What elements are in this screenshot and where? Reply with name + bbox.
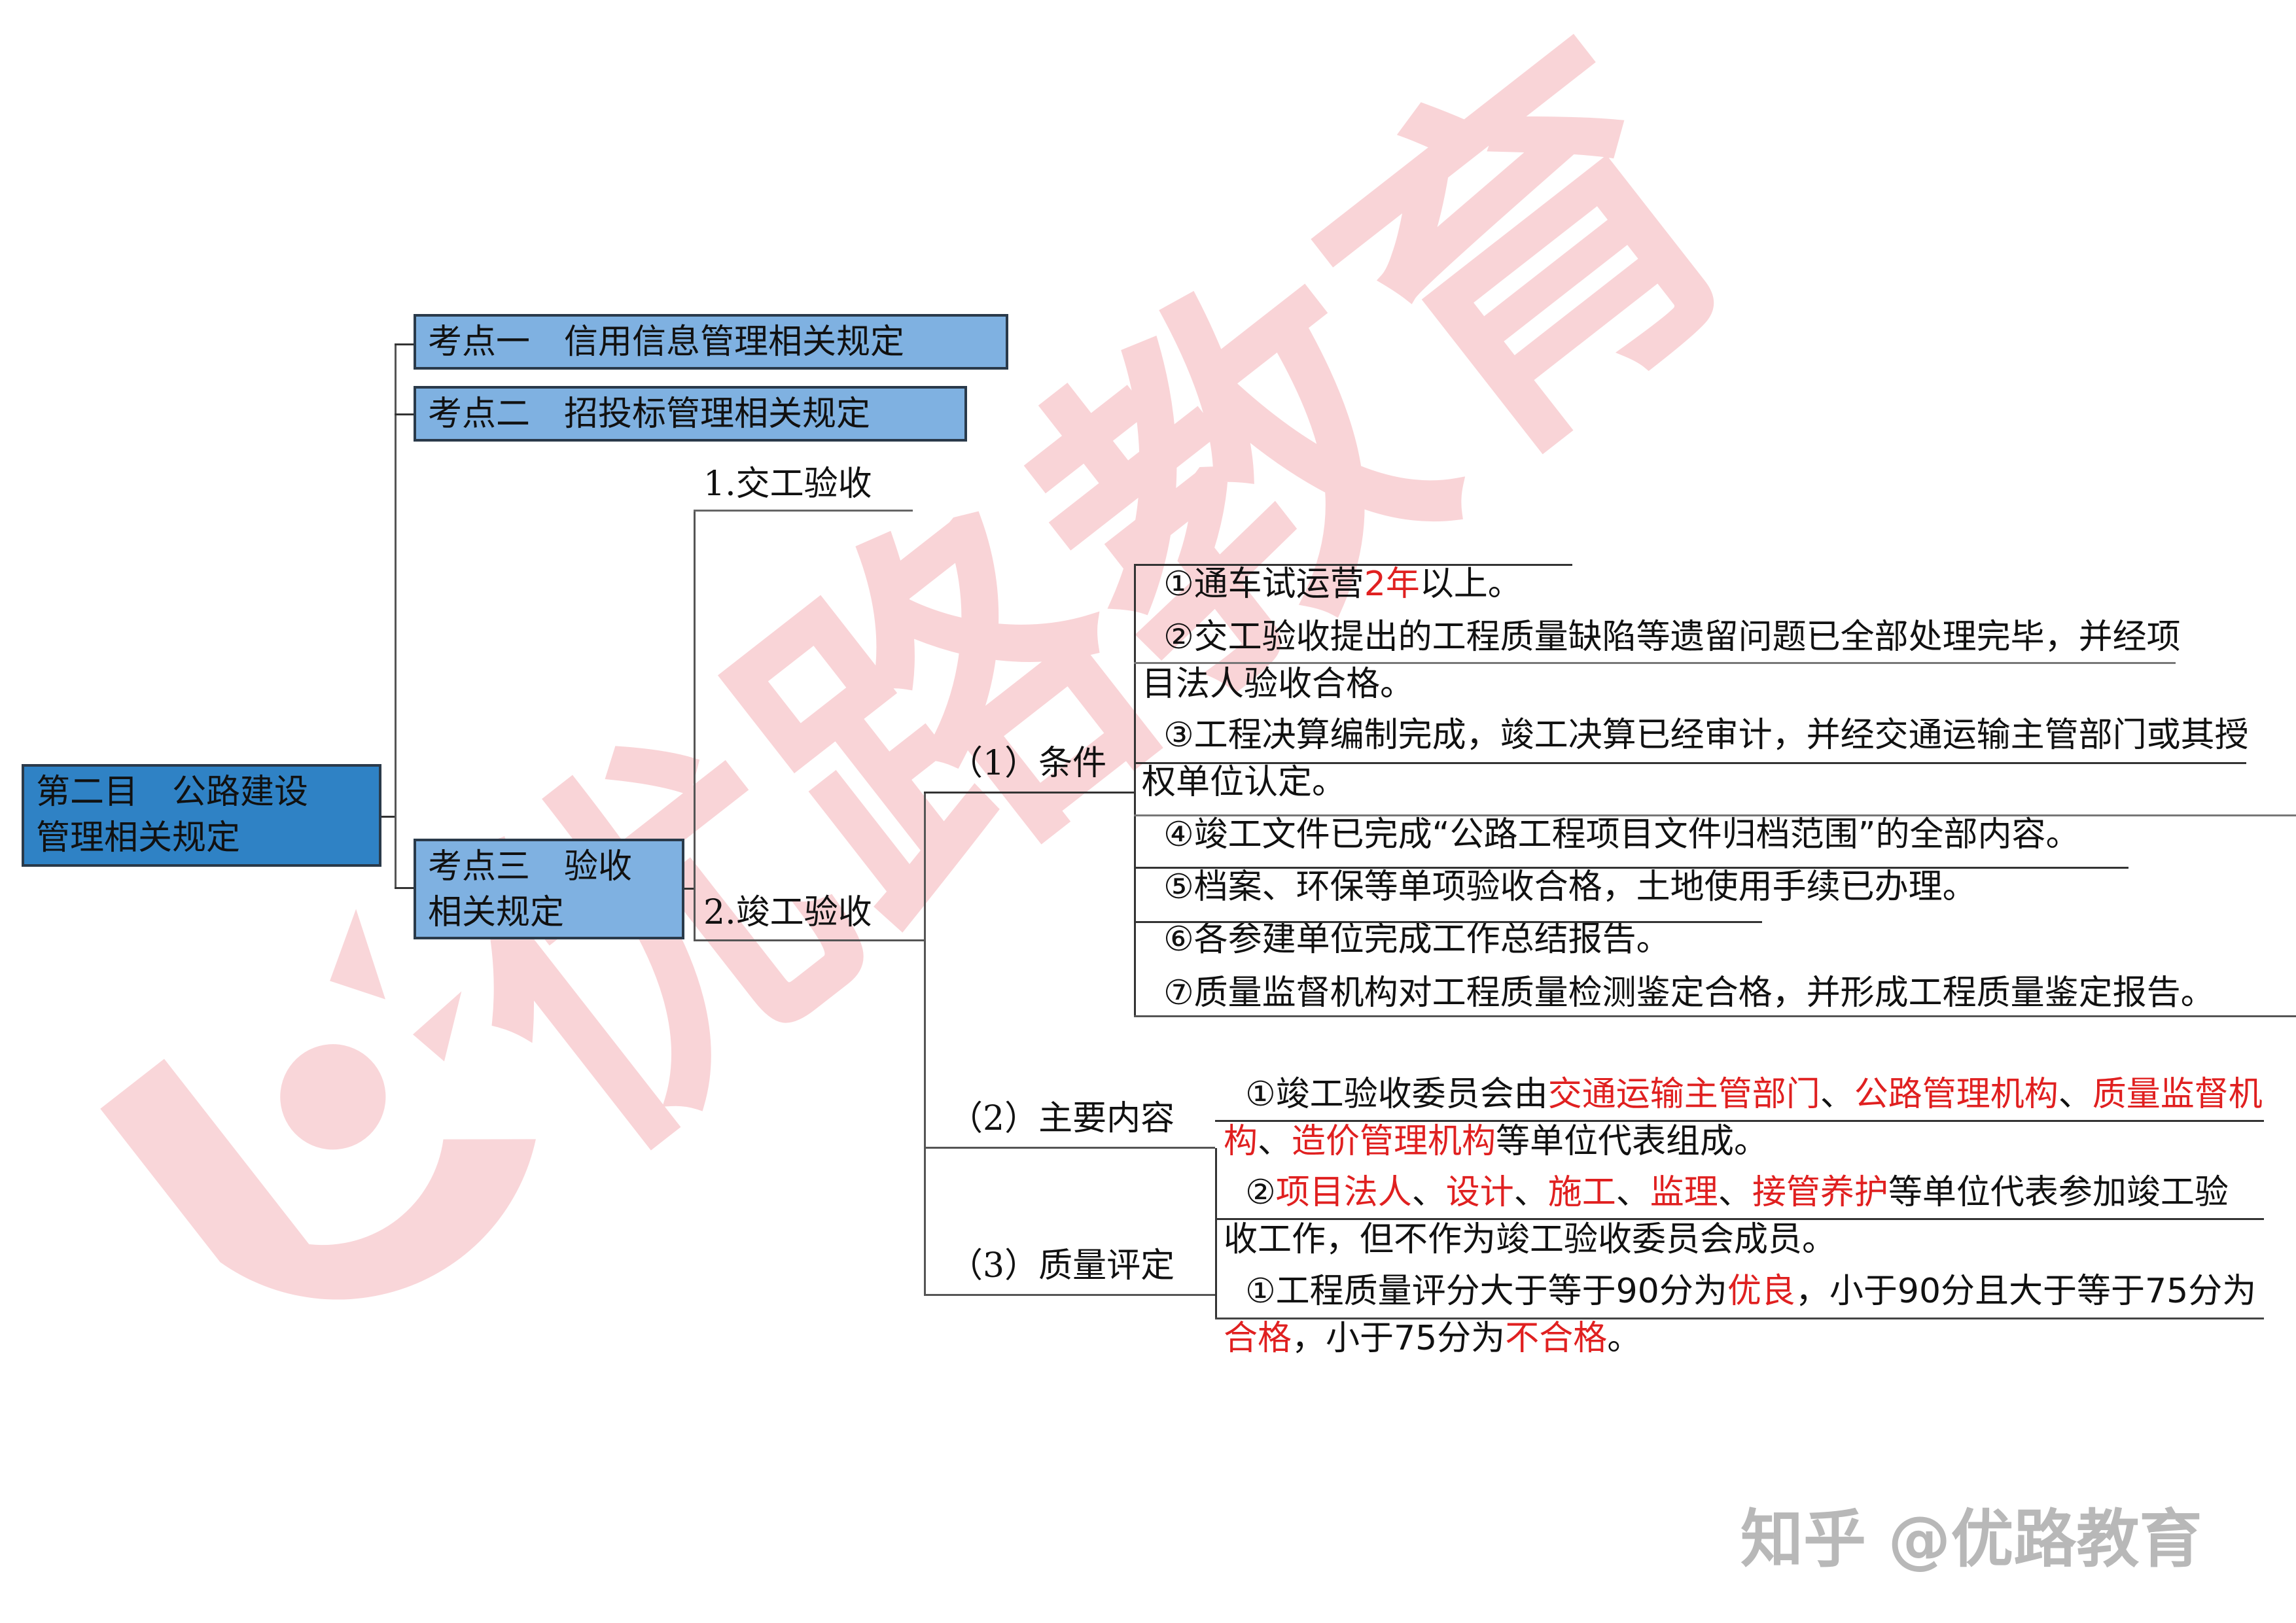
condition-divider-7 — [1134, 1015, 2296, 1017]
conditions-label[interactable]: （1）条件 — [949, 744, 1107, 783]
condition-divider-5 — [1134, 867, 2128, 869]
condition-item-7: ⑦质量监督机构对工程质量检测鉴定合格，并形成工程质量鉴定报告。 — [1163, 973, 2215, 1013]
quality-item-1: ①工程质量评分大于等于90分为优良，小于90分且大于等于75分为合格，小于75分… — [1224, 1272, 2257, 1358]
quality-label[interactable]: （3）质量评定 — [949, 1246, 1175, 1285]
quality-divider — [1215, 1318, 2264, 1319]
connector-root — [381, 816, 395, 818]
main-content-underline — [924, 1147, 1215, 1149]
condition-item-2: ②交工验收提出的工程质量缺陷等遗留问题已全部处理完毕，并经项目法人验收合格。 — [1142, 618, 2181, 704]
condition-divider-2 — [1134, 662, 2176, 664]
handover-underline — [694, 510, 913, 512]
completion-acceptance-label[interactable]: 2.竣工验收 — [703, 893, 872, 932]
connector-point-3-out — [684, 888, 694, 890]
connector-points-trunk — [395, 343, 397, 888]
quality-column-border — [1215, 1220, 1217, 1319]
point-2-node[interactable]: 考点二 招投标管理相关规定 — [414, 386, 967, 442]
root-node[interactable]: 第二目 公路建设 管理相关规定 — [22, 764, 381, 867]
condition-item-5: ⑤档案、环保等单项验收合格，土地使用手续已办理。 — [1163, 867, 1977, 907]
main-content-divider-1 — [1215, 1120, 2264, 1122]
main-content-item-2: ②项目法人、设计、施工、监理、接管养护等单位代表参加竣工验收工作，但不作为竣工验… — [1224, 1173, 2229, 1259]
condition-divider-1 — [1134, 564, 1572, 566]
condition-item-3: ③工程决算编制完成，竣工决算已经审计，并经交通运输主管部门或其授权单位认定。 — [1142, 716, 2249, 802]
point-1-label: 考点一 信用信息管理相关规定 — [428, 323, 905, 362]
quality-underline — [924, 1294, 1215, 1296]
root-node-line1: 第二目 公路建设 — [36, 773, 309, 812]
conditions-underline — [924, 792, 1135, 794]
connector-acceptance-trunk — [694, 510, 696, 941]
main-content-divider-2 — [1215, 1218, 2264, 1220]
connector-completion-trunk — [924, 792, 926, 1295]
completion-underline — [694, 939, 924, 941]
point-3-node[interactable]: 考点三 验收 相关规定 — [414, 839, 684, 939]
connector-point-2 — [395, 413, 414, 415]
zhihu-credit: 知乎 @优路教育 — [1740, 1503, 2202, 1576]
condition-item-4: ④竣工文件已完成“公路工程项目文件归档范围”的全部内容。 — [1163, 815, 2080, 854]
condition-divider-6 — [1134, 921, 1762, 923]
condition-divider-4 — [1134, 814, 2296, 816]
main-content-label[interactable]: （2）主要内容 — [949, 1099, 1175, 1138]
point-2-label: 考点二 招投标管理相关规定 — [428, 394, 871, 434]
root-node-line2: 管理相关规定 — [36, 818, 241, 858]
point-3-line2: 相关规定 — [428, 893, 565, 932]
point-3-line1: 考点三 验收 — [428, 847, 633, 886]
condition-item-1: ①通车试运营2年以上。 — [1163, 565, 1522, 604]
connector-point-1 — [395, 343, 414, 345]
condition-item-6: ⑥各参建单位完成工作总结报告。 — [1163, 920, 1670, 959]
condition-divider-3 — [1134, 762, 2246, 764]
handover-acceptance-label[interactable]: 1.交工验收 — [703, 464, 872, 504]
conditions-column-border — [1134, 564, 1136, 1015]
connector-point-3 — [395, 887, 414, 889]
point-1-node[interactable]: 考点一 信用信息管理相关规定 — [414, 314, 1008, 370]
main-content-item-1: ①竣工验收委员会由交通运输主管部门、公路管理机构、质量监督机构、造价管理机构等单… — [1224, 1075, 2263, 1161]
